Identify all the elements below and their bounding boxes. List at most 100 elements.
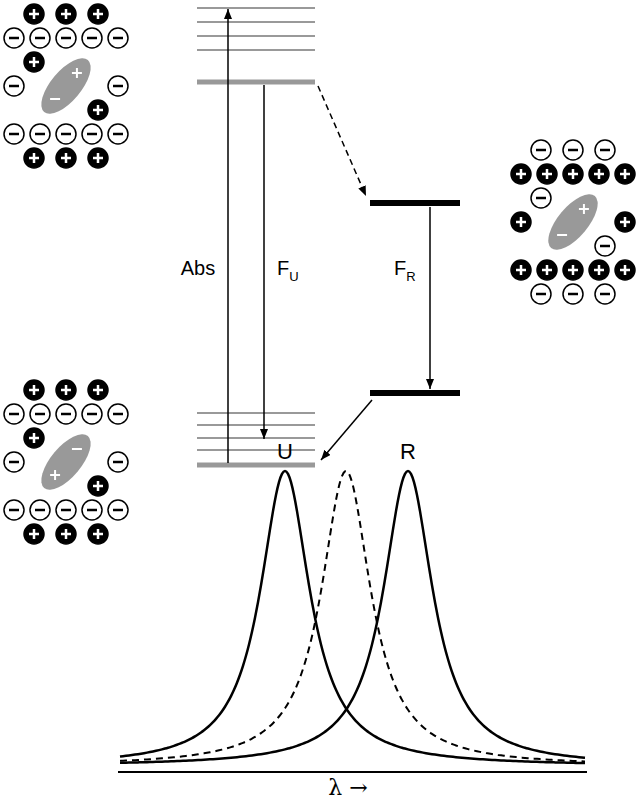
cation-symbol <box>56 380 76 400</box>
cation-symbol <box>563 164 583 184</box>
cation-symbol <box>615 260 635 280</box>
unrelaxed-emission-arrow <box>263 85 265 439</box>
ground-relaxation-arrow <box>321 400 372 460</box>
dipole-minus <box>72 448 82 449</box>
intermediate-spectrum <box>120 471 585 761</box>
cation-symbol <box>88 380 108 400</box>
anion-symbol <box>56 404 76 424</box>
emission-label: F <box>277 258 289 278</box>
anion-symbol <box>82 124 102 144</box>
cation-symbol <box>511 212 531 232</box>
anion-symbol <box>108 500 128 520</box>
vibrational-level <box>197 35 315 37</box>
relaxed-excited-level <box>370 200 460 206</box>
anion-symbol <box>82 404 102 424</box>
relaxed-ground-level <box>370 390 460 396</box>
relaxation-arrow <box>318 86 366 196</box>
cation-symbol <box>589 260 609 280</box>
ground-state-level <box>197 463 315 468</box>
cation-symbol <box>511 260 531 280</box>
cation-symbol <box>24 524 44 544</box>
cation-symbol <box>615 212 635 232</box>
cation-symbol <box>24 148 44 168</box>
cation-symbol <box>537 260 557 280</box>
absorption-label: Abs <box>181 258 215 278</box>
unrelaxed-excited-solvation <box>4 4 128 168</box>
cation-symbol <box>88 476 108 496</box>
cation-symbol <box>88 524 108 544</box>
anion-symbol <box>531 188 551 208</box>
anion-symbol <box>108 76 128 96</box>
anion-symbol <box>563 284 583 304</box>
cation-symbol <box>511 164 531 184</box>
cation-symbol <box>537 164 557 184</box>
vibrational-level <box>197 49 315 51</box>
anion-symbol <box>82 28 102 48</box>
anion-symbol <box>563 140 583 160</box>
dipole-plus <box>579 204 589 214</box>
anion-symbol <box>4 28 24 48</box>
cation-symbol <box>56 4 76 24</box>
cation-symbol <box>88 4 108 24</box>
anion-symbol <box>82 500 102 520</box>
anion-symbol <box>56 124 76 144</box>
relaxed-spectrum <box>120 471 585 763</box>
absorption-arrow <box>227 9 229 463</box>
emission-subscript: U <box>289 270 298 283</box>
dipole-molecule <box>33 50 100 121</box>
vibrational-level <box>197 21 315 23</box>
anion-symbol <box>30 28 50 48</box>
anion-symbol <box>108 124 128 144</box>
anion-symbol <box>595 236 615 256</box>
vibrational-level <box>197 437 315 439</box>
relaxed-emission-arrow <box>429 207 431 389</box>
anion-symbol <box>30 500 50 520</box>
cation-symbol <box>589 164 609 184</box>
dipole-molecule <box>33 426 100 497</box>
anion-symbol <box>56 500 76 520</box>
anion-symbol <box>4 124 24 144</box>
cation-symbol <box>24 52 44 72</box>
relaxed-excited-solvation <box>511 140 635 304</box>
emission-label: F <box>394 258 406 278</box>
dipole-minus <box>50 99 60 100</box>
emission-subscript: R <box>406 270 415 283</box>
vibrational-level <box>197 424 315 426</box>
cation-symbol <box>24 380 44 400</box>
vibrational-level <box>197 412 315 414</box>
anion-symbol <box>595 140 615 160</box>
anion-symbol <box>30 404 50 424</box>
excited-state-level <box>197 80 315 85</box>
anion-symbol <box>56 28 76 48</box>
cation-symbol <box>24 428 44 448</box>
anion-symbol <box>108 404 128 424</box>
anion-symbol <box>30 124 50 144</box>
anion-symbol <box>4 404 24 424</box>
cation-symbol <box>56 524 76 544</box>
cation-symbol <box>88 148 108 168</box>
anion-symbol <box>4 452 24 472</box>
dipole-plus <box>50 470 60 480</box>
anion-symbol <box>595 284 615 304</box>
dipole-minus <box>557 235 567 236</box>
unrelaxed-spectrum <box>120 471 585 763</box>
wavelength-axis <box>118 771 587 773</box>
cation-symbol <box>24 4 44 24</box>
anion-symbol <box>108 28 128 48</box>
anion-symbol <box>108 452 128 472</box>
dipole-molecule <box>540 186 607 257</box>
cation-symbol <box>615 164 635 184</box>
vibrational-level <box>197 7 315 9</box>
anion-symbol <box>4 500 24 520</box>
axis-label: λ → <box>328 777 367 799</box>
peak-label: U <box>277 441 293 463</box>
anion-symbol <box>531 284 551 304</box>
peak-label: R <box>400 441 416 463</box>
vibrational-level <box>197 449 315 451</box>
cation-symbol <box>88 100 108 120</box>
ground-state-solvation <box>4 380 128 544</box>
anion-symbol <box>4 76 24 96</box>
dipole-plus <box>72 68 82 78</box>
